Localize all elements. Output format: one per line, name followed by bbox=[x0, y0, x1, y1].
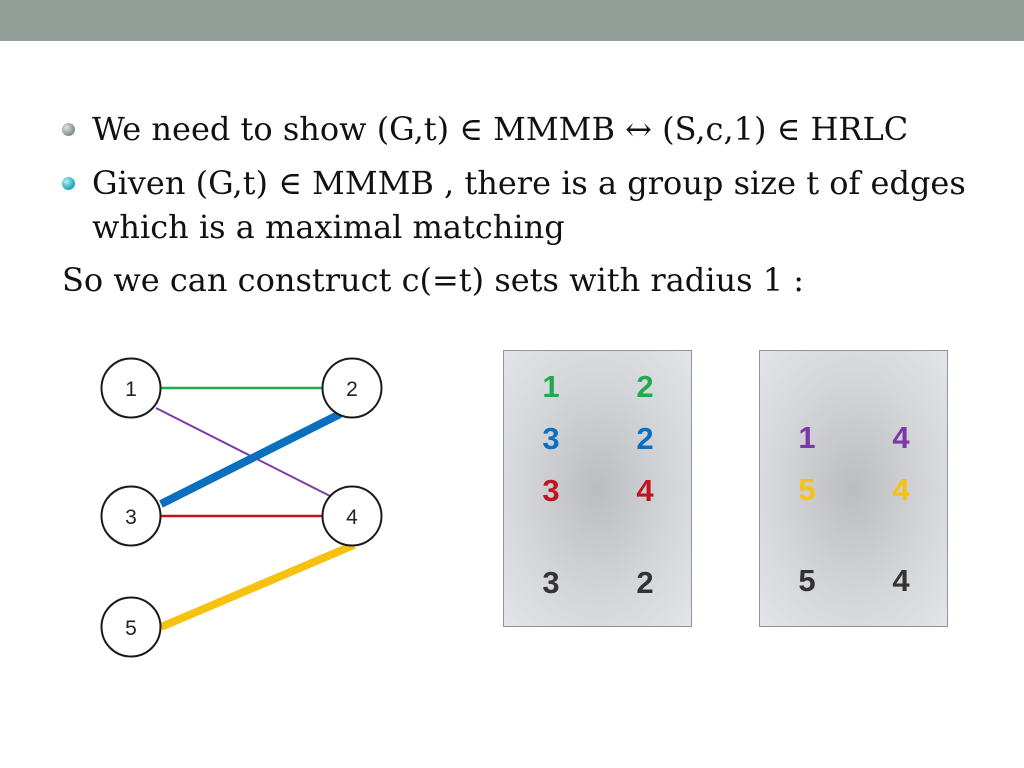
graph-node-5: 5 bbox=[100, 596, 162, 658]
panel-left-row-3-first: 3 bbox=[542, 473, 560, 508]
panel-left-row-1-first: 1 bbox=[542, 369, 560, 404]
panel-right-row-1-first: 1 bbox=[798, 420, 816, 455]
node-label-1: 1 bbox=[125, 378, 137, 401]
matching-sets-panel-left: 1 2 3 2 3 4 3 2 bbox=[503, 350, 692, 627]
bullet-dot-icon bbox=[62, 177, 75, 190]
panel-left-row-1-second: 2 bbox=[636, 369, 654, 404]
node-label-5: 5 bbox=[125, 617, 137, 640]
bullet-text-2: Given (G,t) ∈ MMMB , there is a group si… bbox=[92, 164, 966, 202]
node-circle bbox=[321, 357, 383, 419]
panel-left-row-2-first: 3 bbox=[542, 421, 560, 456]
panel-right-row-3-first: 5 bbox=[798, 563, 816, 598]
matching-sets-panel-right: 1 4 5 4 5 4 bbox=[759, 350, 948, 627]
graph-edge-5-4 bbox=[159, 541, 356, 631]
graph-node-1: 1 bbox=[100, 357, 162, 419]
panel-left-row-3-second: 4 bbox=[636, 473, 654, 508]
graph-node-4: 4 bbox=[321, 485, 383, 547]
top-bar bbox=[0, 0, 1024, 41]
graph-node-3: 3 bbox=[100, 485, 162, 547]
bullet-text-2-continued: which is a maximal matching bbox=[92, 208, 565, 246]
construction-statement: So we can construct c(=t) sets with radi… bbox=[62, 261, 804, 299]
graph-node-2: 2 bbox=[321, 357, 383, 419]
panel-right-row-1-second: 4 bbox=[892, 420, 910, 455]
panel-right-row-2-second: 4 bbox=[892, 472, 910, 507]
bullet-dot-icon bbox=[62, 123, 75, 136]
panel-right-row-2-first: 5 bbox=[798, 472, 816, 507]
node-circle bbox=[100, 357, 162, 419]
node-label-4: 4 bbox=[346, 506, 358, 529]
panel-left-row-2-second: 2 bbox=[636, 421, 654, 456]
node-label-3: 3 bbox=[125, 506, 137, 529]
graph-edge-3-2 bbox=[159, 410, 342, 508]
graph-edge-1-4 bbox=[155, 407, 331, 497]
panel-left-row-4-second: 2 bbox=[636, 565, 654, 600]
node-circle bbox=[100, 596, 162, 658]
node-circle bbox=[321, 485, 383, 547]
panel-right-row-3-second: 4 bbox=[892, 563, 910, 598]
bullet-text-1: We need to show (G,t) ∈ MMMB ↔ (S,c,1) ∈… bbox=[92, 110, 909, 148]
panel-left-row-4-first: 3 bbox=[542, 565, 560, 600]
node-circle bbox=[100, 485, 162, 547]
node-label-2: 2 bbox=[346, 378, 358, 401]
